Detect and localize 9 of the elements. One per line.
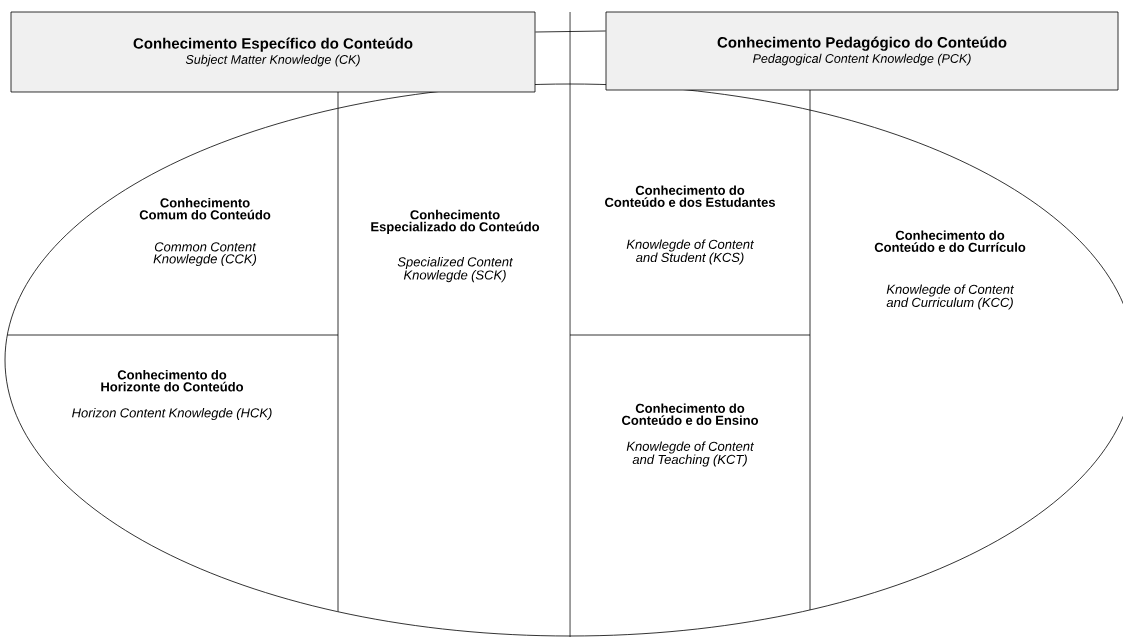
title-box: Conhecimento Pedagógico do Conteúdo Pedagogical Content Knowledge (PCK) — [605, 11, 1119, 91]
region-label: Conhecimento do Conteúdo e do Ensino Knowlegde of Content and Teaching (KCT) — [622, 403, 759, 467]
connector-line — [535, 30, 606, 33]
region-label: Conhecimento Especializado do Conteúdo Specialized Content Knowlegde (SCK) — [371, 209, 540, 283]
region-label: Conhecimento Comum do Conteúdo Common Content Knowlegde (CCK) — [139, 197, 271, 267]
region-label: Conhecimento do Conteúdo e do Currículo Knowlegde of Content and Curriculum (KCC) — [874, 230, 1026, 310]
title-box: Conhecimento Específico do Conteúdo Subject Matter Knowledge (CK) — [10, 11, 536, 93]
region-label: Conhecimento do Horizonte do Conteúdo Horizon Content Knowlegde (HCK) — [72, 369, 272, 421]
region-label: Conhecimento do Conteúdo e dos Estudantes Knowlegde of Content and Student (KCS) — [605, 185, 775, 265]
